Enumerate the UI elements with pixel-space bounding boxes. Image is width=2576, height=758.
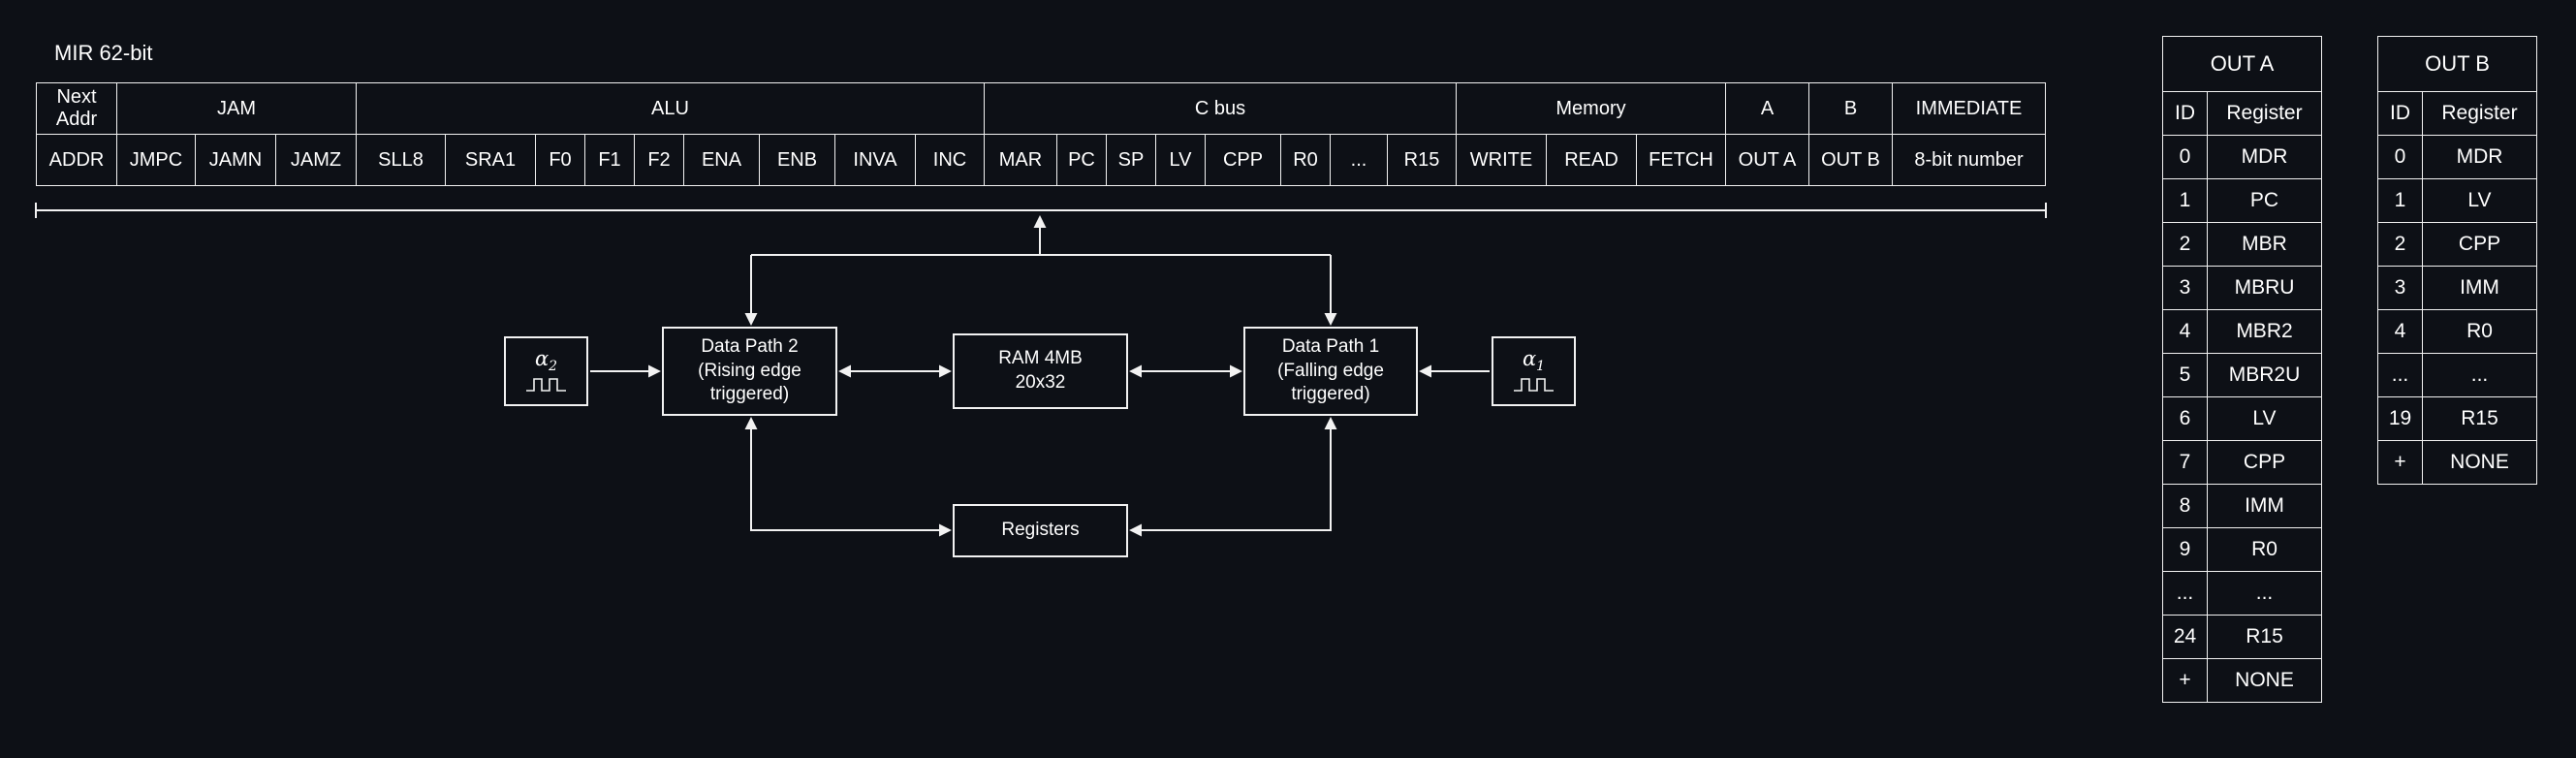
out-a-header-row: ID Register [2162,91,2322,136]
clock-waveform-icon [525,378,566,392]
mir-group-b: B [1808,82,1893,135]
mir-field-cell: ENB [759,134,835,186]
mir-field-cell: READ [1546,134,1637,186]
mir-field-cell: 8-bit number [1892,134,2046,186]
mir-field-cell: JAMZ [275,134,357,186]
out-a-title: OUT A [2162,36,2322,92]
mir-field-cell: SRA1 [445,134,536,186]
registers-box: Registers [953,504,1128,557]
mir-field-cell: WRITE [1456,134,1547,186]
mir-field-cell: ENA [683,134,760,186]
mir-field-row: ADDR JMPC JAMN JAMZ SLL8 SRA1 F0 F1 F2 E… [36,134,2046,186]
mir-group-immediate: IMMEDIATE [1892,82,2046,135]
mir-field-cell: CPP [1205,134,1281,186]
mir-field-cell: F2 [634,134,684,186]
mir-field-cell: SP [1106,134,1156,186]
out-b-header-row: ID Register [2377,91,2537,136]
mir-group-jam: JAM [116,82,357,135]
mir-group-next-addr: Next Addr [36,82,117,135]
data-path-2-box: Data Path 2 (Rising edge triggered) [662,327,837,416]
mir-field-cell: SLL8 [356,134,446,186]
out-b-id-header: ID [2377,91,2423,136]
mir-field-cell: R0 [1280,134,1331,186]
out-a-register-header: Register [2207,91,2322,136]
table-row: ...... [2377,353,2537,397]
mir-field-cell: ... [1330,134,1388,186]
mir-group-memory: Memory [1456,82,1726,135]
out-b-register-header: Register [2422,91,2537,136]
mir-field-cell: F1 [584,134,635,186]
clock-alpha-2-box: α2 [504,336,588,406]
mir-field-cell: INC [915,134,985,186]
mir-field-cell: LV [1155,134,1206,186]
mir-field-cell: JAMN [195,134,276,186]
clock-alpha-2-label: α2 [534,346,558,375]
out-a-id-header: ID [2162,91,2208,136]
mir-group-row: Next Addr JAM ALU C bus Memory A B IMMED… [36,82,2046,135]
clock-alpha-1-label: α1 [1522,346,1546,375]
mir-group-c-bus: C bus [984,82,1457,135]
clock-alpha-1-box: α1 [1492,336,1576,406]
mir-field-cell: FETCH [1636,134,1726,186]
mir-field-cell: PC [1056,134,1107,186]
table-row: ...... [2162,571,2322,616]
clock-waveform-icon [1513,378,1554,392]
mir-title: MIR 62-bit [54,41,153,65]
mir-field-cell: OUT A [1725,134,1809,186]
out-b-title: OUT B [2377,36,2537,92]
mir-field-cell: JMPC [116,134,196,186]
mir-group-alu: ALU [356,82,985,135]
mir-field-cell: R15 [1387,134,1457,186]
mir-group-a: A [1725,82,1809,135]
mir-field-cell: ADDR [36,134,117,186]
data-path-1-box: Data Path 1 (Falling edge triggered) [1243,327,1418,416]
table-row: +NONE [2377,440,2537,485]
table-row: +NONE [2162,658,2322,703]
mir-field-cell: F0 [535,134,585,186]
mir-field-cell: MAR [984,134,1057,186]
mir-field-cell: OUT B [1808,134,1893,186]
mir-field-cell: INVA [834,134,916,186]
ram-box: RAM 4MB 20x32 [953,333,1128,409]
mir-register-table: Next Addr JAM ALU C bus Memory A B IMMED… [36,82,2046,186]
